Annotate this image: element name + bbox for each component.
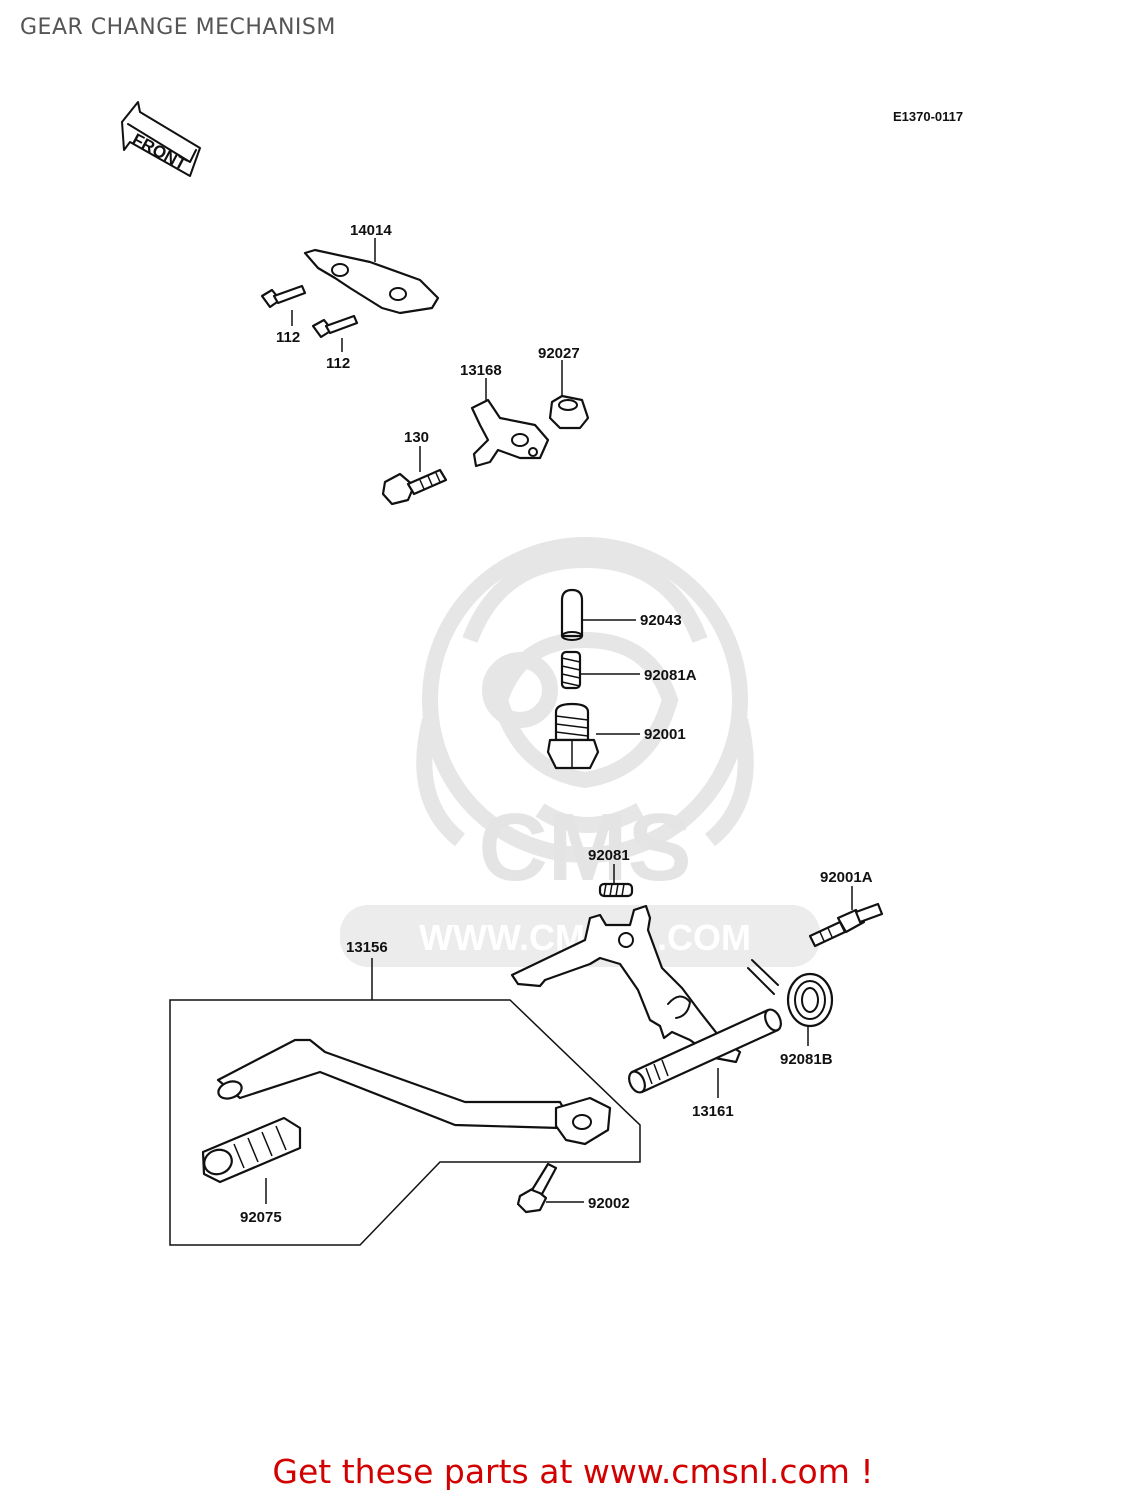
spring-92081A	[560, 650, 582, 690]
label-112-a: 112	[276, 329, 300, 346]
label-92075: 92075	[240, 1209, 282, 1226]
label-92001: 92001	[644, 726, 686, 743]
spring-92081B	[747, 959, 834, 1028]
assembly-outline-13156	[169, 999, 641, 1246]
label-92001A: 92001A	[820, 869, 873, 886]
watermark-logo-text: CMS	[478, 794, 691, 901]
label-92081A: 92081A	[644, 667, 697, 684]
label-130: 130	[404, 429, 429, 446]
label-92081B: 92081B	[780, 1051, 833, 1068]
shift-pedal-lever	[216, 1038, 612, 1146]
front-arrow-icon: FRONT	[121, 101, 201, 177]
lever-13168	[470, 398, 550, 468]
bolt-130	[381, 468, 448, 506]
spring-92081	[598, 882, 634, 898]
label-92043: 92043	[640, 612, 682, 629]
diagram-code: E1370-0117	[893, 109, 963, 124]
shift-arm-plate	[510, 904, 742, 1064]
label-13161: 13161	[692, 1103, 734, 1120]
watermark-logo: CMS WWW.CMSNL.COM	[340, 537, 820, 967]
label-13168: 13168	[460, 362, 502, 379]
plate-14014	[303, 248, 440, 315]
page-title: GEAR CHANGE MECHANISM	[20, 15, 336, 40]
label-14014: 14014	[350, 222, 392, 239]
rubber-92075	[201, 1116, 302, 1184]
pin-92043	[560, 588, 584, 641]
collar-92027	[548, 394, 590, 430]
label-92002: 92002	[588, 1195, 630, 1212]
bolt-92002	[516, 1162, 558, 1214]
label-92027: 92027	[538, 345, 580, 362]
bolt-92001A	[808, 902, 884, 948]
label-13156: 13156	[346, 939, 388, 956]
label-92081: 92081	[588, 847, 630, 864]
footer-banner-link[interactable]: Get these parts at www.cmsnl.com !	[272, 1452, 874, 1491]
bolt-112-a	[260, 284, 307, 309]
plug-92001	[546, 702, 600, 770]
label-112-b: 112	[326, 355, 350, 372]
shaft-13161	[628, 1008, 782, 1094]
bolt-112-b	[311, 314, 359, 339]
